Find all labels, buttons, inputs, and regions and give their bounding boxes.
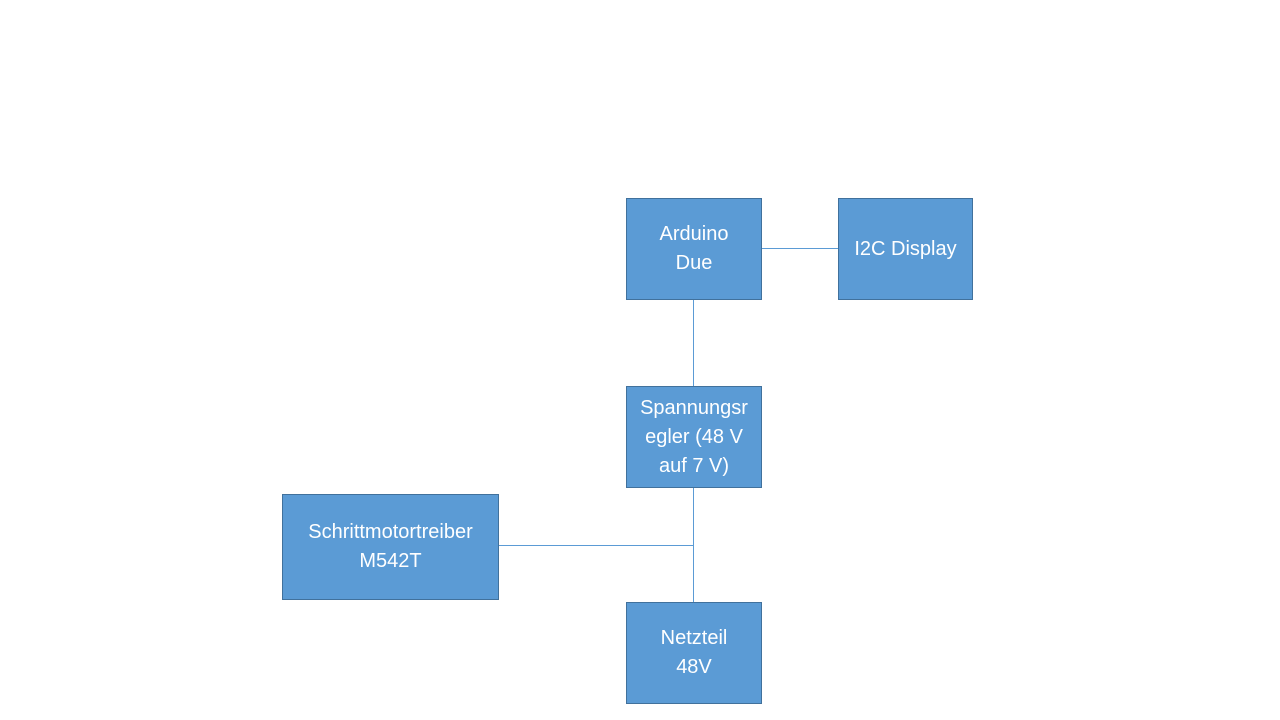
block-netzteil-label: Netzteil 48V: [660, 627, 728, 678]
block-arduino-due: Arduino Due: [626, 198, 762, 300]
block-i2c-display: I2C Display: [838, 198, 973, 300]
block-spannungsregler: Spannungsr egler (48 V auf 7 V): [626, 386, 762, 488]
block-netzteil: Netzteil 48V: [626, 602, 762, 704]
block-i2c-display-label: I2C Display: [854, 237, 957, 260]
block-schrittmotortreiber: Schrittmotortreiber M542T: [282, 494, 499, 600]
block-spannungsregler-label: Spannungsr egler (48 V auf 7 V): [640, 396, 748, 477]
block-schrittmotortreiber-label: Schrittmotortreiber M542T: [308, 521, 473, 572]
block-arduino-due-label: Arduino Due: [659, 223, 729, 274]
